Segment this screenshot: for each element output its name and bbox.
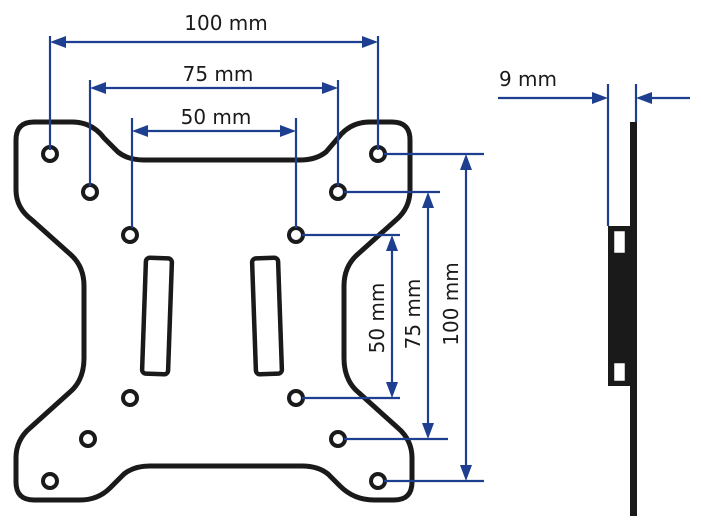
right-slot: [249, 255, 285, 377]
hole-75-top-left: [81, 183, 99, 201]
hole-50-top-left: [121, 226, 139, 244]
side-plate: [630, 122, 637, 516]
hole-100-bottom-right: [369, 472, 387, 490]
dimension-vertical-50: 50 mm: [302, 233, 400, 400]
label-vertical-50: 50 mm: [365, 283, 389, 354]
hole-50-bottom-left: [121, 389, 139, 407]
hole-75-top-right: [329, 183, 347, 201]
label-vertical-100: 100 mm: [439, 262, 463, 346]
left-slot: [139, 255, 175, 377]
hole-75-bottom-left: [79, 430, 97, 448]
dimension-thickness-9: 9 mm: [498, 67, 690, 226]
dimension-vertical-75: 75 mm: [344, 190, 448, 441]
side-bracket-tab-top: [611, 228, 628, 256]
label-horizontal-75: 75 mm: [183, 62, 254, 86]
label-thickness-9: 9 mm: [499, 67, 557, 91]
hole-50-bottom-right: [287, 389, 305, 407]
label-horizontal-100: 100 mm: [184, 11, 268, 35]
dimension-horizontal-50: 50 mm: [130, 105, 298, 228]
side-bracket-tab-bottom: [611, 360, 628, 384]
side-profile-view: [608, 122, 637, 516]
dimension-vertical-100: 100 mm: [384, 152, 484, 483]
label-horizontal-50: 50 mm: [181, 105, 252, 129]
hole-50-top-right: [287, 226, 305, 244]
side-bracket: [608, 226, 630, 386]
hole-75-bottom-right: [329, 430, 347, 448]
mounting-plate: [13, 119, 415, 503]
dimension-horizontal-75: 75 mm: [88, 62, 340, 186]
label-vertical-75: 75 mm: [401, 279, 425, 350]
hole-100-bottom-left: [41, 472, 59, 490]
dimension-horizontal-100: 100 mm: [48, 11, 380, 150]
